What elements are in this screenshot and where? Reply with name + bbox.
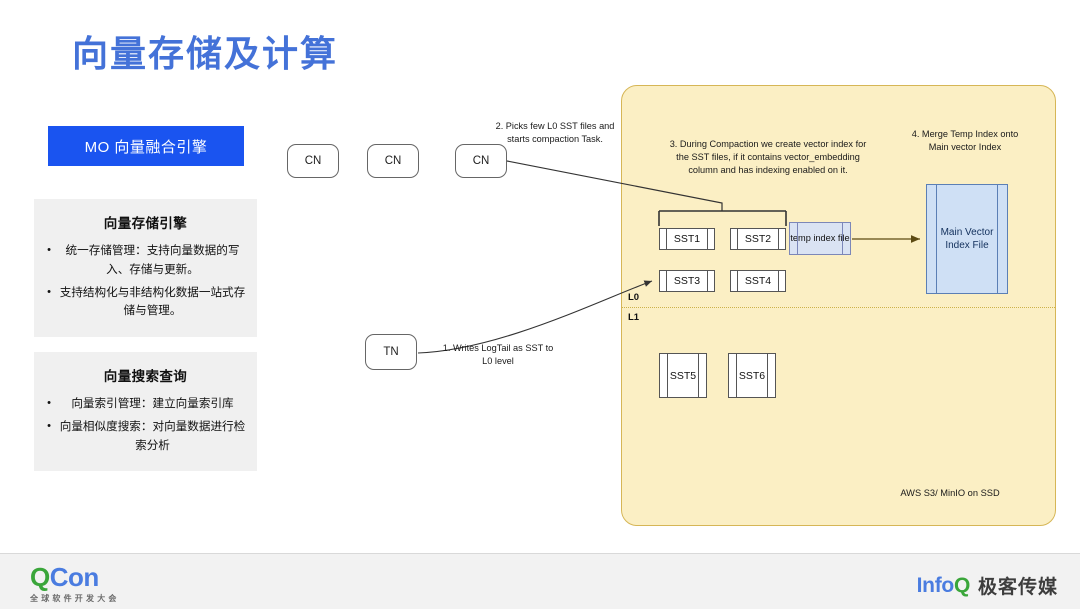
qcon-wordmark: QCon	[30, 564, 120, 590]
node-cn-1[interactable]: CN	[287, 144, 339, 178]
annotation-step-3: 3. During Compaction we create vector in…	[669, 139, 867, 176]
sst-file-sst3[interactable]: SST3	[659, 270, 715, 292]
main-vector-index-file[interactable]: Main Vector Index File	[926, 184, 1008, 294]
storage-backend-label: AWS S3/ MinIO on SSD	[900, 488, 1000, 498]
slide-footer: QCon 全球软件开发大会 InfoQ 极客传媒	[0, 553, 1080, 609]
object-storage-container	[621, 85, 1056, 526]
sst-file-sst6[interactable]: SST6	[728, 353, 776, 398]
page-title: 向量存储及计算	[72, 33, 339, 74]
mo-engine-header: MO 向量融合引擎	[48, 126, 244, 166]
infoq-info-letters: Info	[916, 573, 955, 597]
architecture-diagram: CN CN CN TN 1. Writes LogTail as SST to …	[270, 78, 1070, 538]
bullet-dot-icon: •	[47, 397, 51, 409]
infoq-logo: InfoQ 极客传媒	[917, 572, 1058, 599]
temp-index-file[interactable]: temp index file	[789, 222, 851, 255]
qcon-logo: QCon 全球软件开发大会	[30, 564, 120, 604]
bullet-text: 支持结构化与非结构化数据一站式存储与管理。	[59, 285, 246, 318]
bullet-list: • 向量索引管理：建立向量索引库 • 向量相似度搜索：对向量数据进行检索分析	[42, 395, 249, 455]
annotation-step-4: 4. Merge Temp Index onto Main vector Ind…	[911, 129, 1019, 153]
infoq-q-letter: Q	[953, 573, 970, 597]
list-item: • 支持结构化与非结构化数据一站式存储与管理。	[42, 284, 249, 322]
panel-vector-storage-engine: 向量存储引擎 • 统一存储管理：支持向量数据的写入、存储与更新。 • 支持结构化…	[34, 199, 257, 338]
bullet-dot-icon: •	[47, 244, 51, 256]
level-label-l0: L0	[628, 292, 640, 303]
sst-file-sst1[interactable]: SST1	[659, 228, 715, 250]
bullet-dot-icon: •	[47, 285, 51, 298]
node-cn-3[interactable]: CN	[455, 144, 507, 178]
panel-vector-search-query: 向量搜索查询 • 向量索引管理：建立向量索引库 • 向量相似度搜索：对向量数据进…	[34, 352, 257, 472]
sst-file-sst4[interactable]: SST4	[730, 270, 786, 292]
node-tn-1[interactable]: TN	[365, 334, 417, 370]
annotation-step-2: 2. Picks few L0 SST files and starts com…	[495, 121, 615, 145]
list-item: • 向量相似度搜索：对向量数据进行检索分析	[42, 418, 249, 456]
bullet-text: 统一存储管理：支持向量数据的写入、存储与更新。	[65, 244, 240, 276]
level-label-l1: L1	[628, 312, 640, 323]
sst-file-sst5[interactable]: SST5	[659, 353, 707, 398]
level-divider-line	[622, 307, 1055, 308]
connector-lines	[417, 160, 920, 354]
qcon-subtitle: 全球软件开发大会	[30, 594, 120, 603]
infoq-wordmark: InfoQ	[916, 573, 971, 598]
node-cn-2[interactable]: CN	[367, 144, 419, 178]
bullet-text: 向量相似度搜索：对向量数据进行检索分析	[59, 419, 246, 452]
list-item: • 统一存储管理：支持向量数据的写入、存储与更新。	[42, 242, 249, 280]
infoq-chinese-name: 极客传媒	[977, 577, 1058, 598]
panel-title: 向量搜索查询	[103, 369, 188, 384]
list-item: • 向量索引管理：建立向量索引库	[42, 395, 249, 414]
bullet-text: 向量索引管理：建立向量索引库	[71, 397, 234, 410]
panel-title: 向量存储引擎	[103, 216, 188, 231]
bullet-list: • 统一存储管理：支持向量数据的写入、存储与更新。 • 支持结构化与非结构化数据…	[42, 242, 249, 321]
sst-file-sst2[interactable]: SST2	[730, 228, 786, 250]
qcon-q-letter: Q	[30, 562, 50, 592]
qcon-con-letters: Con	[49, 562, 100, 592]
annotation-step-1: 1. Writes LogTail as SST to L0 level	[442, 343, 554, 367]
bullet-dot-icon: •	[47, 419, 51, 432]
